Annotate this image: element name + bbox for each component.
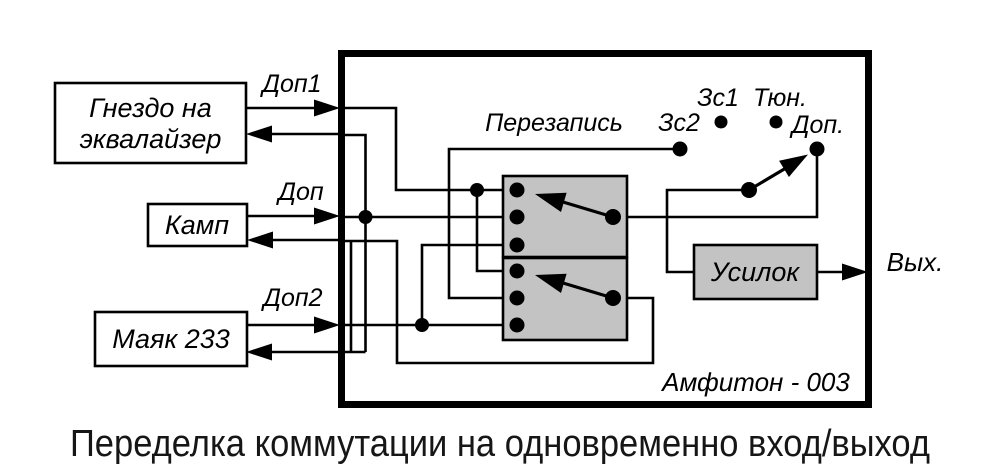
junction-dots [358, 183, 484, 332]
port-label-dop1: Доп1 [259, 70, 321, 98]
switch-lower-contact-2 [509, 290, 525, 306]
amplifier-body [692, 243, 819, 301]
selector-contact-aux [809, 141, 825, 157]
junction-dop1 [470, 183, 484, 197]
selector-contact-zs2 [672, 141, 688, 157]
switch-block-upper [501, 174, 629, 259]
switch-upper-contact-3 [509, 237, 525, 253]
selector-label-zs1: Зс1 [697, 84, 739, 112]
selector-title: Перезапись [485, 109, 623, 137]
switch-lower-arrowhead-icon [535, 273, 567, 293]
input-selector [672, 115, 825, 198]
switch-lower-contact-3 [509, 317, 525, 333]
port-label-dop: Доп [275, 178, 324, 206]
equalizer-box [53, 81, 248, 165]
diagram-caption: Переделка коммутации на одновременно вхо… [70, 423, 930, 465]
arrowhead-out-mayak-icon [246, 343, 272, 361]
external-unit-kamp: Камп [146, 202, 249, 248]
kamp-box [146, 202, 249, 248]
switch-upper-arrow-shaft [562, 200, 614, 219]
selector-arrowhead-icon [779, 154, 808, 177]
switch-upper-arrowhead-icon [535, 192, 567, 212]
selector-contact-zs1 [714, 115, 728, 129]
equalizer-label-line2: эквалайзер [80, 124, 222, 154]
arrowhead-out-eq-icon [246, 125, 272, 143]
mayak-label: Маяк 233 [112, 324, 230, 354]
port-arrowheads [246, 99, 868, 361]
selector-label-zs2: Зс2 [658, 109, 700, 137]
selector-arrow-shaft [748, 166, 787, 192]
equalizer-label-line1: Гнездо на [89, 93, 212, 123]
wire-aux-contact-to-upper-rotor [613, 149, 819, 219]
port-arrows [246, 106, 845, 354]
port-label-dop2: Доп2 [260, 284, 322, 312]
external-unit-mayak: Маяк 233 [93, 310, 249, 368]
switch-upper-contact-2 [509, 209, 525, 225]
kamp-label: Камп [165, 210, 229, 240]
selector-label-aux: Доп. [789, 111, 844, 139]
arrowhead-in-dop2-icon [314, 316, 340, 334]
mayak-box [93, 310, 249, 368]
device-outline [338, 50, 872, 408]
amplifier-label: Усилок [710, 257, 800, 287]
wire-eq-return-bus [342, 133, 367, 352]
internal-wires [340, 106, 819, 365]
switch-lower-contact-1 [509, 263, 525, 279]
amplifier-block: Усилок [692, 243, 819, 301]
switch-lower-arrow-shaft [562, 281, 614, 300]
wire-dop1-to-upper-contact1 [340, 106, 510, 192]
arrowhead-in-dop-icon [314, 207, 340, 225]
wire-perezapis-to-lower-contact2 [447, 147, 680, 300]
wire-selector-rotor-to-amplifier [665, 188, 749, 274]
switch-upper-contact-1 [509, 182, 525, 198]
device-name-label: Амфитон - 003 [660, 367, 850, 397]
arrowhead-out-kamp-icon [247, 231, 273, 249]
selector-contact-tuner [769, 115, 783, 129]
output-label: Вых. [887, 247, 944, 277]
switch-block-lower [501, 256, 629, 342]
arrowhead-output-icon [842, 263, 868, 281]
arrowhead-in-dop1-icon [314, 99, 340, 117]
wire-kamp-return-from-lower-rotor [342, 239, 655, 365]
junction-dop2 [415, 318, 429, 332]
external-unit-equalizer: Гнездо на эквалайзер [53, 81, 248, 165]
wire-dop2-to-upper-contact3 [420, 243, 510, 325]
selector-label-tuner: Тюн. [753, 84, 807, 112]
junction-dop [358, 210, 373, 224]
